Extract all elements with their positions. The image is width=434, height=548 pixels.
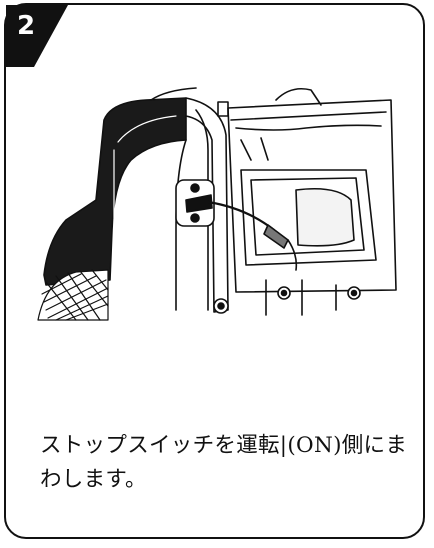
stop-switch	[175, 179, 298, 271]
engine-housing-left	[43, 97, 187, 286]
stop-switch-illustration	[37, 87, 397, 321]
recoil-grid	[37, 269, 109, 321]
instruction-text: ストップスイッチを運転|(ON)側にまわします。	[40, 433, 408, 492]
frame-panel	[185, 97, 229, 313]
step-badge: 2	[6, 5, 86, 75]
step-badge-shape	[6, 5, 68, 67]
instruction-card: 2	[4, 3, 425, 539]
step-number: 2	[17, 11, 36, 41]
bolts	[213, 279, 361, 316]
